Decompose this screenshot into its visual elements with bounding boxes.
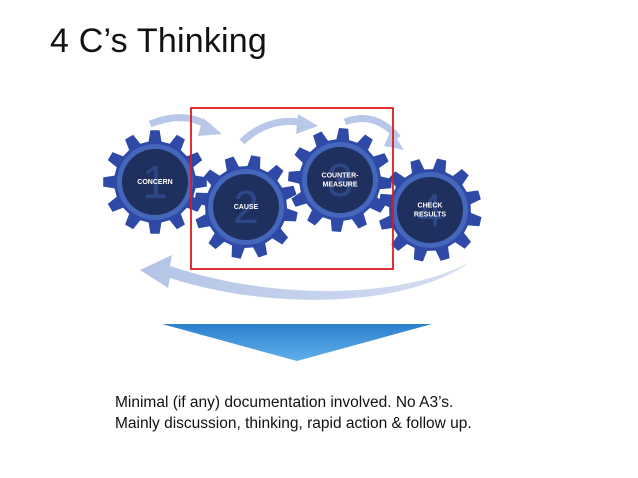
forward-arrow-head-3 (384, 130, 404, 150)
gear-4-label: RESULTS (414, 212, 446, 219)
gear-3-label: COUNTER- (322, 173, 360, 180)
gear-2-number: 2 (233, 181, 259, 233)
gear-2-center (213, 174, 279, 240)
gear-3-label: MEASURE (322, 182, 357, 189)
gear-4-label: CHECK (418, 203, 443, 210)
gear-2-label: CAUSE (234, 204, 259, 211)
gear-4-number: 4 (417, 184, 443, 236)
down-arrow (162, 324, 432, 361)
forward-arrow-head-1 (198, 118, 222, 136)
gear-3-center (307, 147, 373, 213)
caption-line-1: Minimal (if any) documentation involved.… (115, 394, 454, 411)
gear-3-number: 3 (327, 154, 353, 206)
forward-arrow-3 (343, 115, 401, 141)
return-loop-arrow (140, 255, 470, 300)
gear-1-center (122, 149, 188, 215)
slide-title: 4 C’s Thinking (50, 22, 267, 60)
gear-1-label: CONCERN (137, 179, 172, 186)
gear-1-number: 1 (142, 156, 168, 208)
forward-arrows (148, 114, 401, 145)
forward-arrow-head-2 (296, 114, 318, 134)
highlight-box (190, 107, 394, 270)
caption: Minimal (if any) documentation involved.… (115, 392, 472, 434)
caption-line-2: Mainly discussion, thinking, rapid actio… (115, 415, 472, 432)
gear-4-center (397, 177, 463, 243)
